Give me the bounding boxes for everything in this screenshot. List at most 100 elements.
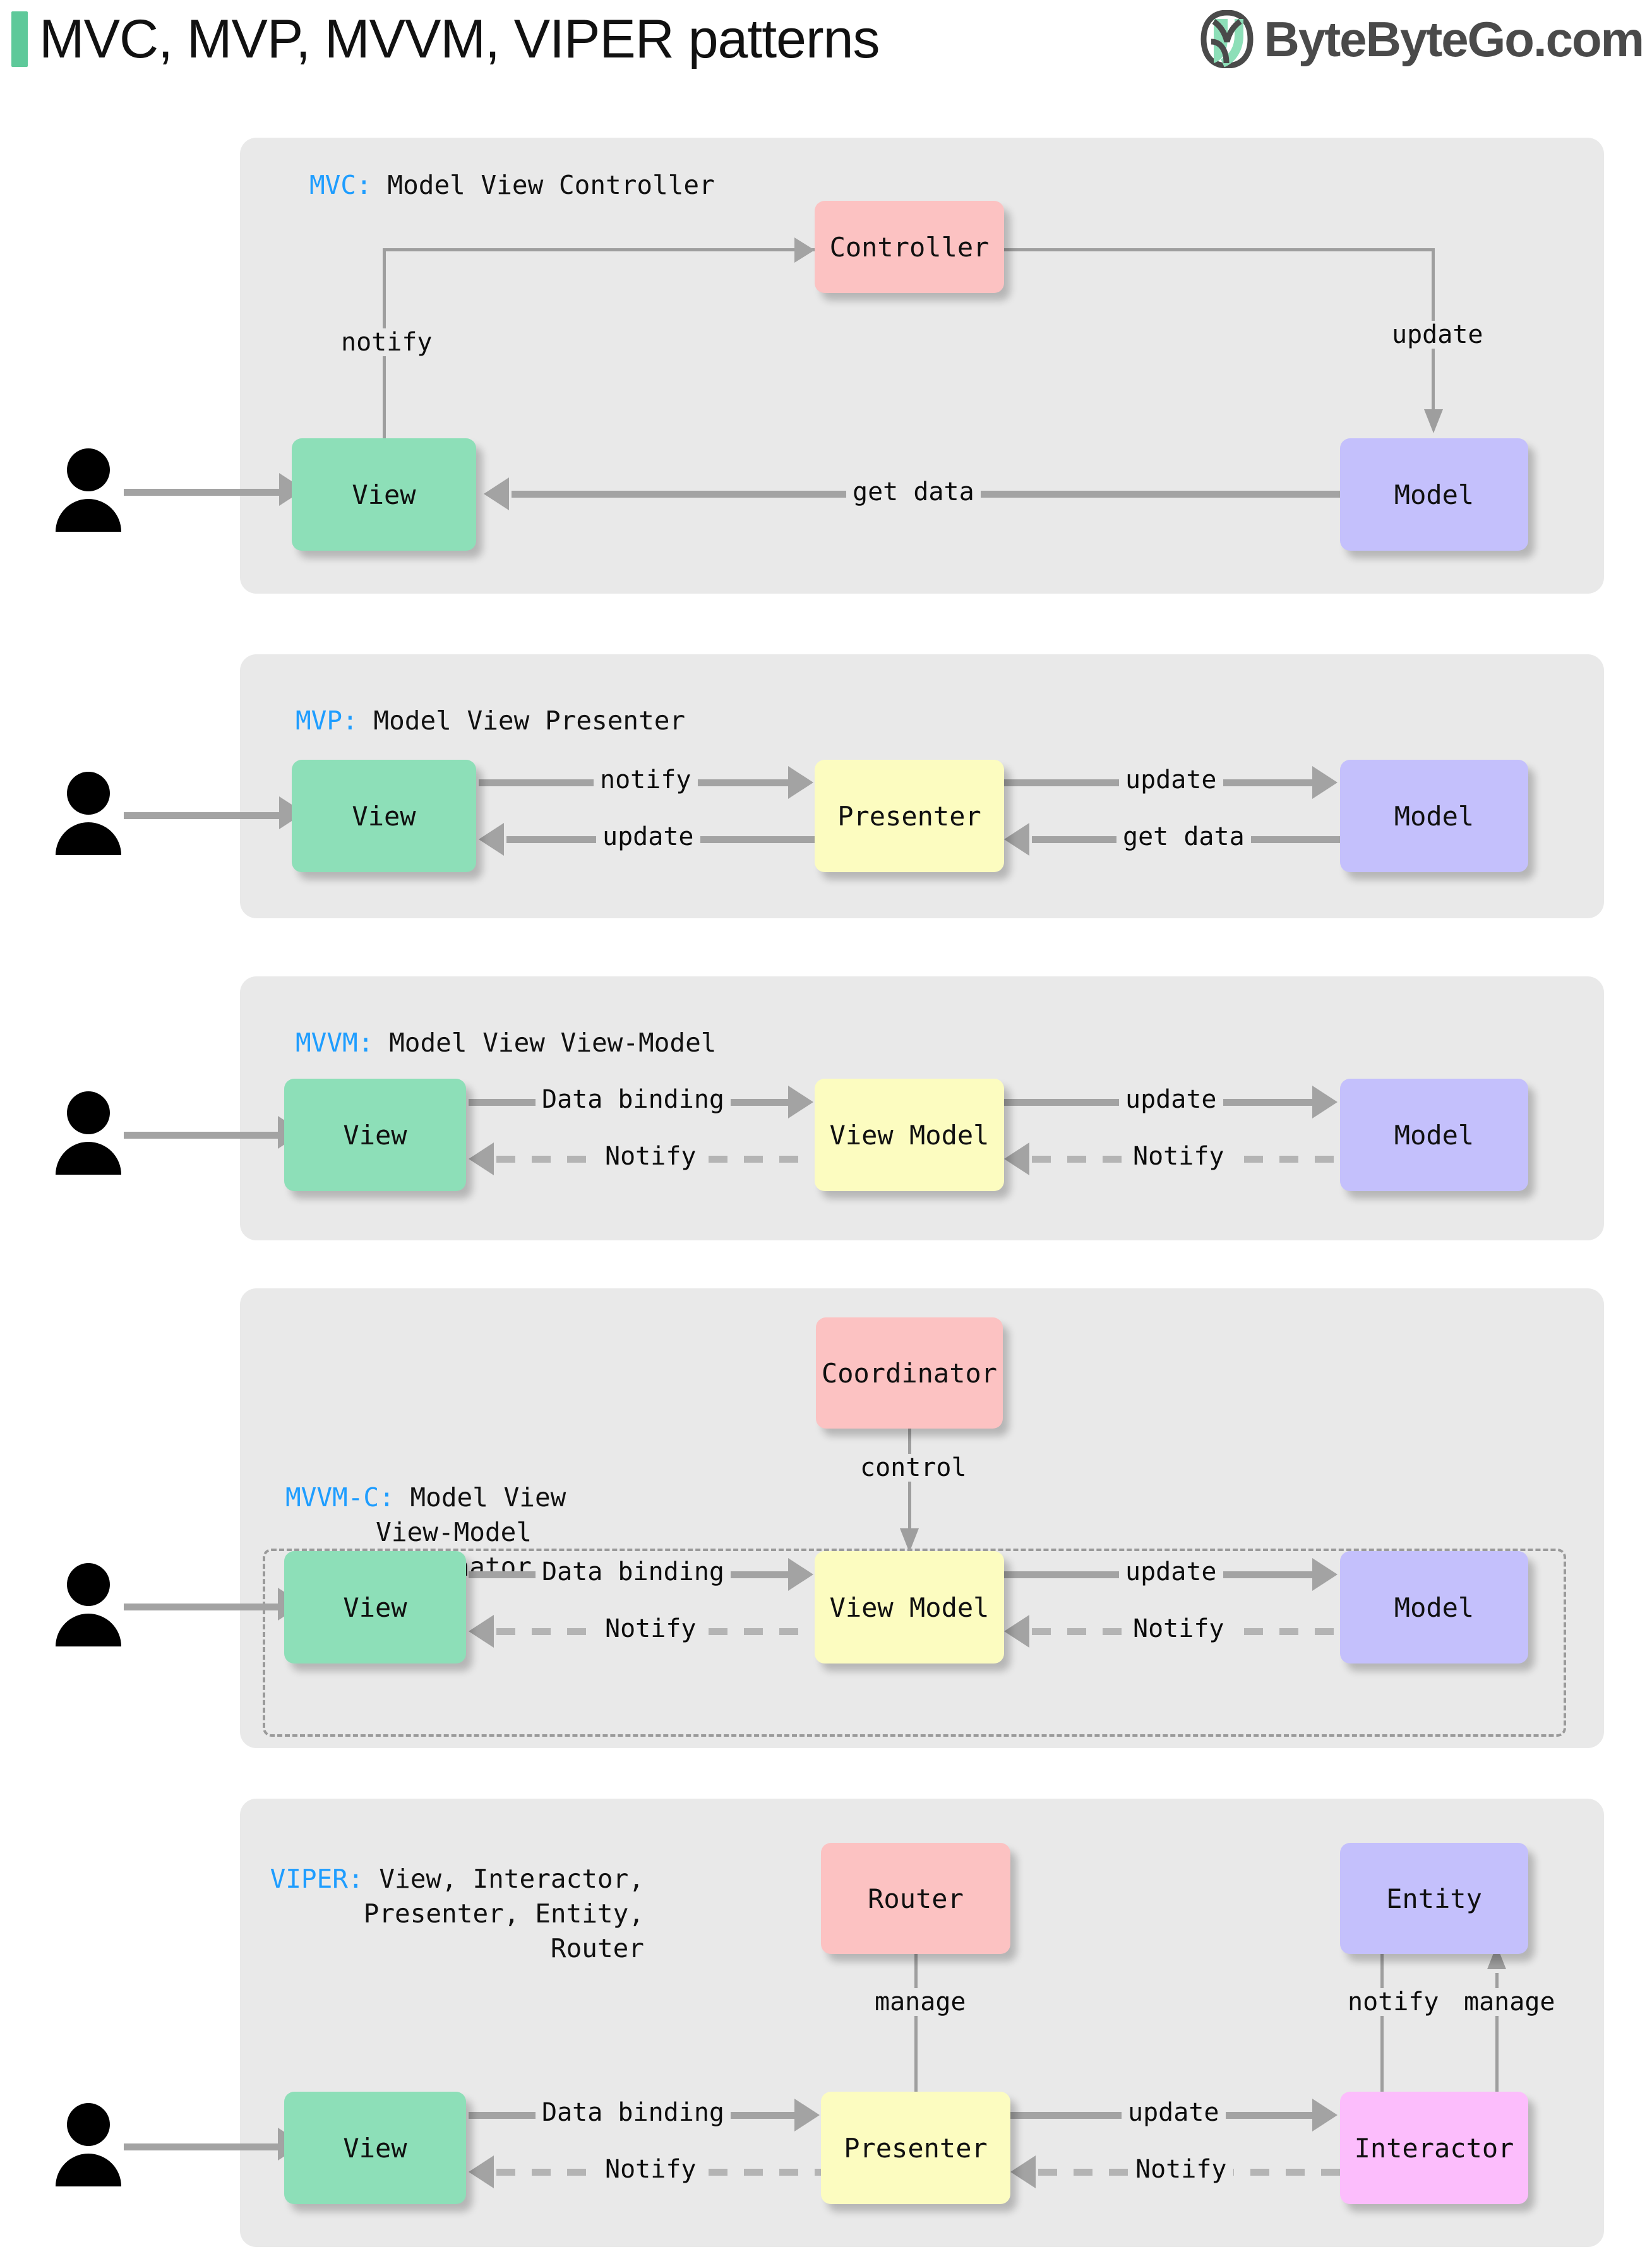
person-body [56,2154,121,2186]
arrowhead-viewmodel-to-model-mvvm [1312,1086,1338,1118]
arrowhead-model-to-view-mvc [484,477,509,510]
user-person-icon-mvvm [56,1091,121,1175]
panel-mvp-title: MVP: Model View Presenter [296,704,685,738]
arrowhead-presenter-to-interactor-viper [1312,2099,1338,2131]
panel-mvc-expansion: Model View Controller [371,170,715,200]
panel-viper-title: VIPER: View, Interactor, Presenter, Entit… [265,1862,644,1966]
person-body [56,499,121,532]
label-manage-entity-viper: manage [1457,1988,1562,2016]
person-body [56,822,121,855]
arrowhead-controller-to-model-mvc [1424,409,1443,433]
node-model-mvvm[interactable]: Model [1340,1079,1528,1191]
person-body [56,1142,121,1175]
label-notify-left-viper: Notify [599,2155,703,2183]
user-person-icon-mvp [56,772,121,855]
arrowhead-model-to-presenter-mvp [1004,823,1029,856]
arrowhead-view-to-controller-mvc [794,237,815,263]
edge-user-to-view-mvvmc [124,1604,278,1610]
node-viewmodel-mvvm[interactable]: View Model [815,1079,1004,1191]
label-notify-entity-viper: notify [1341,1988,1446,2016]
label-notify-right-mvvmc: Notify [1127,1615,1231,1643]
node-interactor-viper[interactable]: Interactor [1340,2092,1528,2204]
panel-mvvmc-expansion-1: Model View [394,1482,566,1513]
panel-mvc-acronym: MVC: [309,170,372,200]
edge-router-manage-viper [914,1951,918,2142]
panel-mvvm-title: MVVM: Model View View-Model [296,1026,716,1060]
edge-entity-notify-viper [1380,1951,1384,2142]
user-person-icon-viper [56,2103,121,2186]
node-router-viper[interactable]: Router [821,1843,1010,1954]
panel-mvvm-expansion: Model View View-Model [373,1028,717,1058]
label-update-back-mvp: update [596,823,700,851]
arrowhead-presenter-to-view-viper [469,2155,494,2188]
label-data-binding-mvvmc: Data binding [536,1558,731,1586]
label-notify-left-mvvm: Notify [599,1142,703,1170]
page-header: MVC, MVP, MVVM, VIPER patterns ByteByteG… [0,0,1652,101]
edge-corner-mvc [383,248,386,258]
node-viewmodel-mvvmc[interactable]: View Model [815,1551,1004,1664]
arrowhead-viewmodel-to-view-mvvm [469,1142,494,1175]
panel-viper-expansion-1: View, Interactor, [363,1864,644,1894]
arrowhead-view-to-viewmodel-mvvmc [788,1558,813,1591]
person-head [67,1563,110,1606]
edge-user-to-view-mvc [124,489,279,496]
person-head [67,772,110,815]
arrowhead-view-to-presenter-viper [794,2099,820,2131]
panel-mvp-expansion: Model View Presenter [357,705,686,736]
edge-user-to-view-mvp [124,812,279,819]
label-update-mvp: update [1119,766,1223,794]
panel-mvc-title: MVC: Model View Controller [309,168,715,203]
node-view-mvvm[interactable]: View [284,1079,466,1191]
arrowhead-coordinator-control-mvvmc [900,1528,919,1552]
label-notify-mvp: notify [594,766,698,794]
node-view-mvvmc[interactable]: View [284,1551,466,1664]
label-notify-right-mvvm: Notify [1127,1142,1231,1170]
person-head [67,2103,110,2146]
title-accent-bar [11,11,28,67]
node-controller-mvc[interactable]: Controller [815,201,1004,293]
panel-viper-expansion-3: Router [550,1933,644,1963]
bytebytego-leaf-icon [1200,10,1254,68]
panel-mvp-acronym: MVP: [296,705,358,736]
page-title: MVC, MVP, MVVM, VIPER patterns [39,9,880,69]
arrowhead-model-to-viewmodel-mvvmc [1004,1615,1029,1648]
node-model-mvp[interactable]: Model [1340,760,1528,872]
node-view-mvc[interactable]: View [292,438,476,551]
node-model-mvc[interactable]: Model [1340,438,1528,551]
edge-user-to-view-mvvm [124,1132,278,1139]
arrowhead-view-to-viewmodel-mvvm [788,1086,813,1118]
brand-logo: ByteByteGo.com [1200,9,1644,69]
label-update-mvc: update [1386,321,1490,349]
node-view-viper[interactable]: View [284,2092,466,2204]
arrowhead-presenter-to-model-mvp [1312,766,1338,799]
node-presenter-mvp[interactable]: Presenter [815,760,1004,872]
person-body [56,1614,121,1646]
arrowhead-view-to-presenter-mvp [788,766,813,799]
label-notify-mvc: notify [335,328,439,356]
arrowhead-viewmodel-to-view-mvvmc [469,1615,494,1648]
label-data-binding-viper: Data binding [536,2099,731,2126]
edge-controller-update-horizontal-mvc [1004,248,1435,251]
panel-mvvmc-expansion-2: View-Model [376,1517,532,1547]
user-person-icon-mvc [56,448,121,532]
panel-viper-acronym: VIPER: [270,1864,364,1894]
label-get-data-mvp: get data [1116,823,1251,851]
arrowhead-interactor-to-presenter-viper [1010,2155,1036,2188]
arrowhead-presenter-to-view-mvp [479,823,504,856]
label-get-data-mvc: get data [846,478,981,506]
user-person-icon-mvvmc [56,1563,121,1646]
node-view-mvp[interactable]: View [292,760,476,872]
node-model-mvvmc[interactable]: Model [1340,1551,1528,1664]
arrowhead-model-to-viewmodel-mvvm [1004,1142,1029,1175]
arrowhead-viewmodel-to-model-mvvmc [1312,1558,1338,1591]
panel-viper-expansion-2: Presenter, Entity, [363,1898,644,1929]
edge-view-notify-horizontal-mvc [383,248,815,251]
person-head [67,448,110,491]
node-presenter-viper[interactable]: Presenter [821,2092,1010,2204]
panel-mvvmc-acronym: MVVM-C: [285,1482,395,1513]
panel-mvvm-acronym: MVVM: [296,1028,374,1058]
label-update-mvvm: update [1119,1086,1223,1113]
node-entity-viper[interactable]: Entity [1340,1843,1528,1954]
node-coordinator-mvvmc[interactable]: Coordinator [816,1317,1003,1429]
label-notify-left-mvvmc: Notify [599,1615,703,1643]
